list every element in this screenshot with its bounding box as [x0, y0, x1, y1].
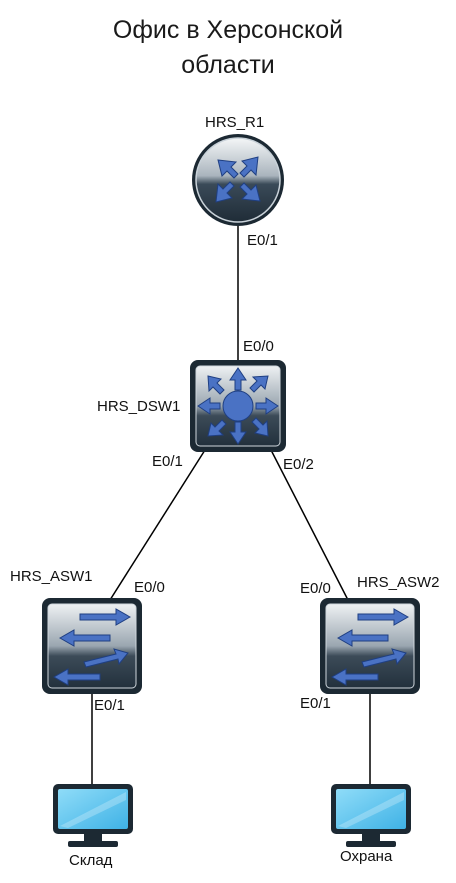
switch-icon-asw1[interactable] — [42, 598, 142, 694]
port-label-dsw-e02: E0/2 — [283, 456, 314, 473]
switch-icon-asw2[interactable] — [320, 598, 420, 694]
port-label-asw2-e01: E0/1 — [300, 695, 331, 712]
diagram-title-line1: Офис в Херсонской — [112, 16, 344, 44]
link-dsw-asw1 — [109, 449, 206, 601]
multilayer-switch-icon[interactable] — [190, 360, 286, 452]
router-name: HRS_R1 — [205, 114, 265, 131]
port-label-dsw-e01: E0/1 — [152, 453, 183, 470]
pc1-name: Склад — [69, 852, 113, 869]
port-label-r1-e01: E0/1 — [247, 232, 278, 249]
dsw-name: HRS_DSW1 — [97, 398, 181, 415]
asw1-name: HRS_ASW1 — [10, 568, 93, 585]
port-label-asw1-e01: E0/1 — [94, 697, 125, 714]
router-icon[interactable] — [192, 134, 284, 226]
link-dsw-asw2 — [270, 449, 349, 601]
monitor-icon-sklad[interactable] — [53, 784, 133, 847]
diagram-title-line2: области — [181, 51, 275, 79]
monitor-icon-okhrana[interactable] — [331, 784, 411, 847]
asw2-name: HRS_ASW2 — [357, 574, 440, 591]
port-label-asw1-e00: E0/0 — [134, 579, 165, 596]
pc2-name: Охрана — [340, 848, 393, 865]
port-label-asw2-e00: E0/0 — [300, 580, 331, 597]
port-label-dsw-e00: E0/0 — [243, 338, 274, 355]
